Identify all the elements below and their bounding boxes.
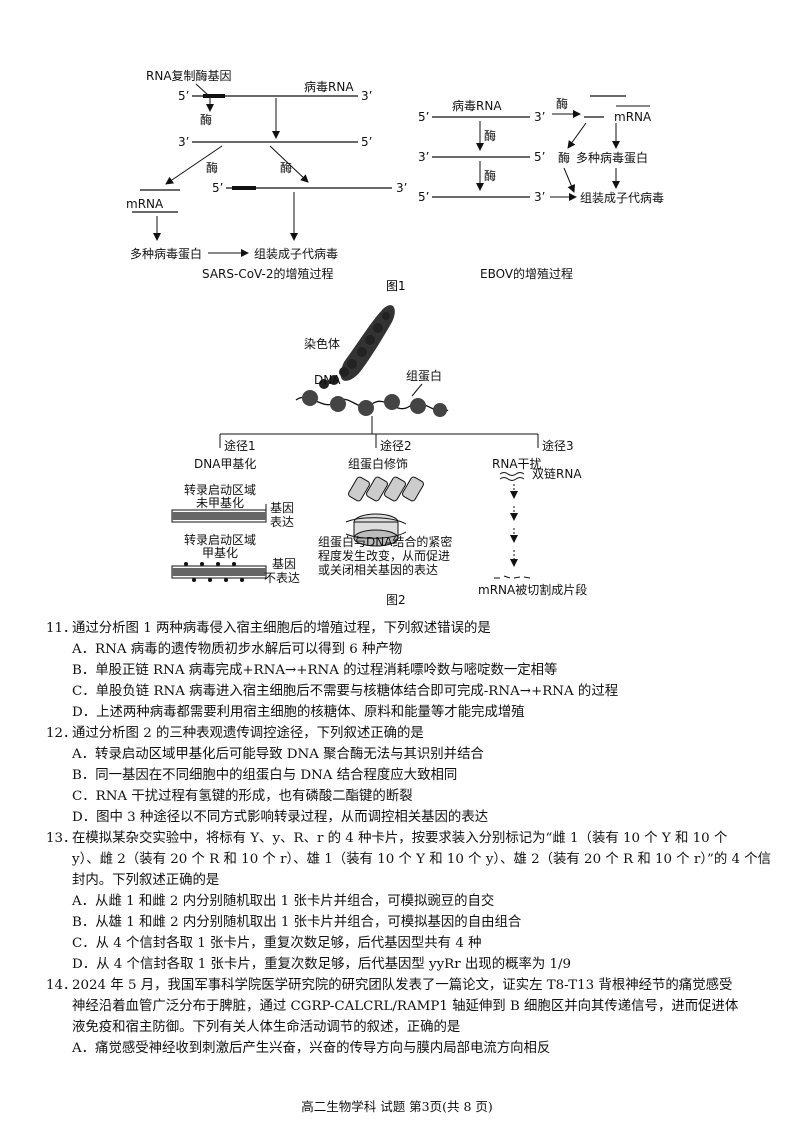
svg-text:5’: 5’	[418, 110, 429, 124]
question-stem-cont: 神经沿着血管广泛分布于脾脏，通过 CGRP-CALCRL/RAMP1 轴延伸到 …	[72, 999, 739, 1014]
question-stem: 通过分析图 1 两种病毒侵入宿主细胞后的增殖过程，下列叙述错误的是	[72, 621, 491, 636]
svg-text:不表达: 不表达	[264, 571, 300, 585]
dsrna-label: 双链RNA	[532, 466, 582, 481]
question-stem: 2024 年 5 月，我国军事科学院医学研究院的研究团队发表了一篇论文，证实左 …	[72, 978, 733, 993]
ebov-proteins-label: 多种病毒蛋白	[576, 150, 648, 165]
question-stem: 在模拟某杂交实验中，将标有 Y、y、R、r 的 4 种卡片，按要求装入分别标记为…	[72, 831, 728, 846]
option-a: A．RNA 病毒的遗传物质初步水解后可以得到 6 种产物	[72, 642, 403, 657]
figure2-title: 图2	[386, 593, 406, 607]
svg-text:3’: 3’	[396, 181, 407, 195]
dna-label: DNA	[314, 373, 341, 387]
svg-text:表达: 表达	[270, 515, 294, 529]
rna-interference-title: RNA干扰	[492, 457, 542, 471]
svg-text:3’: 3’	[178, 135, 189, 149]
svg-text:酶: 酶	[556, 96, 568, 111]
svg-text:5’: 5’	[418, 190, 429, 204]
ebov-mrna-label: mRNA	[614, 110, 652, 124]
histone-desc: 组蛋白与DNA结合的紧密 程度发生改变，从而促进 或关闭相关基因的表达	[318, 534, 456, 577]
chromosome-label: 染色体	[304, 336, 340, 351]
p1-bottom-label: 转录启动区域甲基化	[184, 532, 256, 560]
histone-modification-title: 组蛋白修饰	[348, 456, 408, 471]
svg-text:5’: 5’	[178, 89, 189, 103]
ebov-viral-rna-label: 病毒RNA	[452, 98, 502, 113]
path2-label: 途径2	[380, 438, 412, 453]
option-b: B．同一基因在不同细胞中的组蛋白与 DNA 结合程度应大致相同	[72, 768, 458, 783]
question-stem: 通过分析图 2 的三种表观遗传调控途径，下列叙述正确的是	[72, 726, 424, 741]
option-b: B．单股正链 RNA 病毒完成+RNA→+RNA 的过程消耗嘌呤数与嘧啶数一定相…	[72, 663, 558, 678]
svg-text:酶: 酶	[206, 160, 218, 175]
option-d: D．从 4 个信封各取 1 张卡片，重复次数足够，后代基因型 yyRr 出现的概…	[72, 957, 572, 972]
svg-text:酶: 酶	[484, 168, 496, 183]
svg-text:基因: 基因	[270, 501, 294, 515]
option-d: D．上述两种病毒都需要利用宿主细胞的核糖体、原料和能量等才能完成增殖	[72, 705, 525, 720]
question-13: 13．在模拟某杂交实验中，将标有 Y、y、R、r 的 4 种卡片，按要求装入分别…	[46, 828, 772, 975]
svg-text:酶: 酶	[200, 112, 212, 127]
sars-proteins-label: 多种病毒蛋白	[130, 246, 202, 261]
svg-text:基因: 基因	[272, 557, 296, 571]
sars-caption: SARS-CoV-2的增殖过程	[202, 266, 334, 281]
viral-rna-label: 病毒RNA	[304, 79, 354, 94]
option-c: C．RNA 干扰过程有氢键的形成，也有磷酸二酯键的断裂	[72, 789, 413, 804]
question-12: 12．通过分析图 2 的三种表观遗传调控途径，下列叙述正确的是 A．转录启动区域…	[46, 723, 764, 828]
figure2: 染色体 DNA 组蛋白 途径1 途径2 途径3 DNA甲基化 转录启动区域未甲基…	[171, 305, 587, 607]
histone-label: 组蛋白	[406, 368, 442, 383]
question-stem-cont: 液免疫和宿主防御。下列有关人体生命活动调节的叙述，正确的是	[72, 1020, 461, 1035]
question-11: 11．通过分析图 1 两种病毒侵入宿主细胞后的增殖过程，下列叙述错误的是 A．R…	[46, 618, 764, 723]
question-stem-cont: 封内。下列叙述正确的是	[72, 873, 220, 888]
svg-text:3’: 3’	[361, 89, 372, 103]
path3-label: 途径3	[542, 438, 574, 453]
rna-replicase-gene-label: RNA复制酶基因	[146, 68, 232, 83]
option-a: A．痛觉感受神经收到刺激后产生兴奋，兴奋的传导方向与膜内局部电流方向相反	[72, 1041, 551, 1056]
svg-text:3’: 3’	[534, 190, 545, 204]
svg-text:酶: 酶	[558, 150, 570, 165]
option-a: A．从雌 1 和雌 2 内分别随机取出 1 张卡片并组合，可模拟豌豆的自交	[72, 894, 495, 909]
figure1-sars: RNA复制酶基因 5’ 病毒RNA 3’ 酶 3’ 5’ 酶 酶 mRNA 5’…	[126, 68, 407, 281]
option-d: D．图中 3 种途径以不同方式影响转录过程，从而调控相关基因的表达	[72, 810, 489, 825]
p1-top-label: 转录启动区域未甲基化	[184, 482, 256, 510]
ebov-assemble-label: 组装成子代病毒	[580, 190, 664, 205]
question-list: 11．通过分析图 1 两种病毒侵入宿主细胞后的增殖过程，下列叙述错误的是 A．R…	[46, 618, 772, 1059]
chromosome-illustration	[319, 305, 395, 389]
svg-text:3’: 3’	[534, 110, 545, 124]
sars-assemble-label: 组装成子代病毒	[254, 246, 338, 261]
option-a: A．转录启动区域甲基化后可能导致 DNA 聚合酶无法与其识别并结合	[72, 747, 484, 762]
option-c: C．单股负链 RNA 病毒进入宿主细胞后不需要与核糖体结合即可完成-RNA→+R…	[72, 684, 619, 699]
sars-mrna-label: mRNA	[126, 197, 164, 211]
path1-label: 途径1	[224, 438, 256, 453]
option-b: B．从雄 1 和雌 2 内分别随机取出 1 张卡片并组合，可模拟基因的自由组合	[72, 915, 522, 930]
svg-text:酶: 酶	[280, 160, 292, 175]
question-stem-cont: y）、雌 2（装有 20 个 R 和 10 个 r）、雄 1（装有 10 个 Y…	[72, 852, 772, 867]
option-c: C．从 4 个信封各取 1 张卡片，重复次数足够，后代基因型共有 4 种	[72, 936, 482, 951]
dna-methylation-title: DNA甲基化	[194, 457, 256, 471]
svg-text:5’: 5’	[212, 181, 223, 195]
nucleosome-illustration	[345, 513, 407, 547]
svg-text:5’: 5’	[534, 150, 545, 164]
ebov-caption: EBOV的增殖过程	[480, 266, 573, 281]
figure1-ebov: 5’ 病毒RNA 3’ 酶 3’ 5’ 酶 5’ 3’ 酶 mRNA 酶 多种病…	[418, 95, 664, 281]
svg-text:酶: 酶	[484, 128, 496, 143]
mrna-cut-label: mRNA被切割成片段	[478, 582, 587, 597]
histone-rods-illustration	[348, 476, 424, 502]
svg-text:3’: 3’	[418, 150, 429, 164]
figures: RNA复制酶基因 5’ 病毒RNA 3’ 酶 3’ 5’ 酶 酶 mRNA 5’…	[126, 68, 664, 607]
figure1-title: 图1	[386, 279, 406, 293]
page-footer: 高二生物学科 试题 第3页(共 8 页)	[301, 1099, 493, 1114]
svg-text:5’: 5’	[361, 135, 372, 149]
question-14: 14．2024 年 5 月，我国军事科学院医学研究院的研究团队发表了一篇论文，证…	[46, 975, 764, 1059]
